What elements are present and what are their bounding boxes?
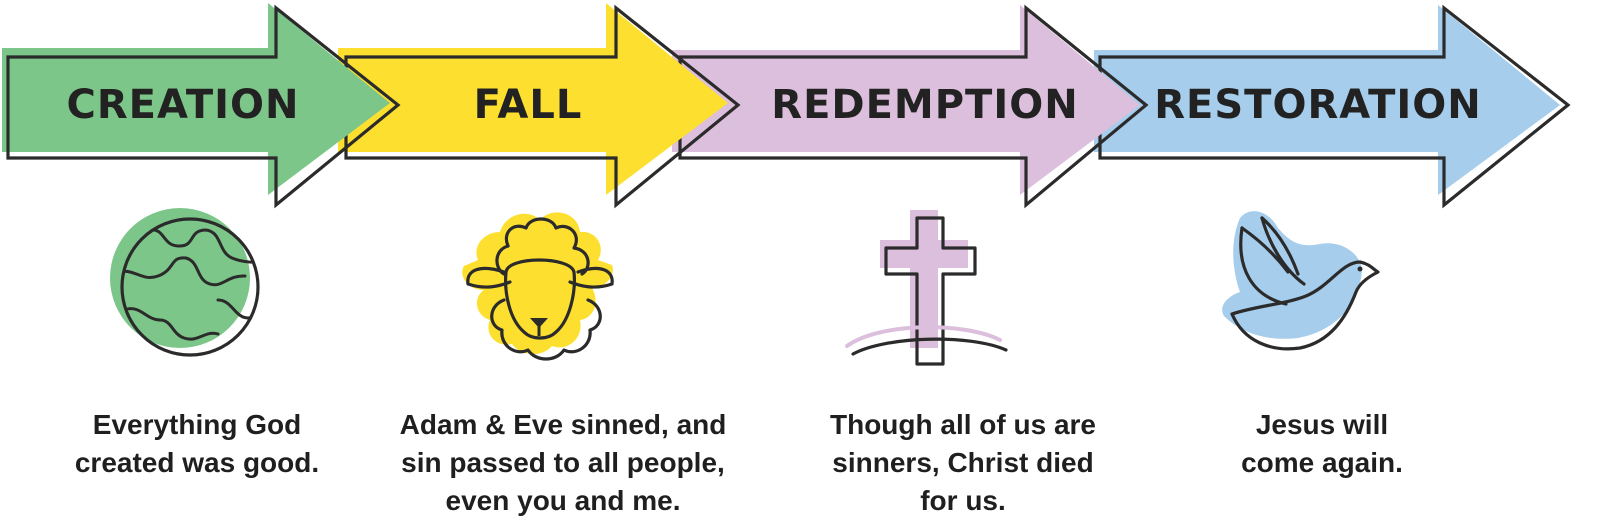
caption-redemption: Though all of us are sinners, Christ die… — [793, 406, 1133, 520]
caption-fall: Adam & Eve sinned, and sin passed to all… — [393, 406, 733, 520]
cross-icon — [845, 210, 1008, 366]
caption-line: come again. — [1241, 447, 1403, 478]
caption-creation: Everything God created was good. — [27, 406, 367, 482]
caption-line: Jesus will — [1255, 409, 1389, 440]
arrow-fall: FALL — [338, 3, 741, 209]
arrow-label-redemption: REDEMPTION — [771, 82, 1078, 128]
caption-line: created was good. — [74, 447, 320, 478]
arrow-label-restoration: RESTORATION — [1154, 82, 1482, 128]
arrow-label-fall: FALL — [474, 82, 583, 128]
caption-line: for us. — [920, 485, 1006, 516]
globe-icon — [110, 208, 260, 357]
sheep-icon — [462, 212, 614, 361]
caption-line: Adam & Eve sinned, and — [399, 409, 727, 440]
arrow-restoration: RESTORATION — [1094, 4, 1571, 209]
arrow-label-creation: CREATION — [67, 82, 300, 128]
arrow-redemption: REDEMPTION — [672, 4, 1149, 209]
caption-line: even you and me. — [445, 485, 681, 516]
caption-restoration: Jesus will come again. — [1152, 406, 1492, 482]
caption-line: sin passed to all people, — [401, 447, 725, 478]
caption-line: Though all of us are — [829, 409, 1096, 440]
arrow-creation: CREATION — [2, 3, 401, 209]
caption-line: sinners, Christ died — [832, 447, 1094, 478]
dove-icon — [1222, 211, 1380, 351]
caption-line: Everything God — [92, 409, 302, 440]
